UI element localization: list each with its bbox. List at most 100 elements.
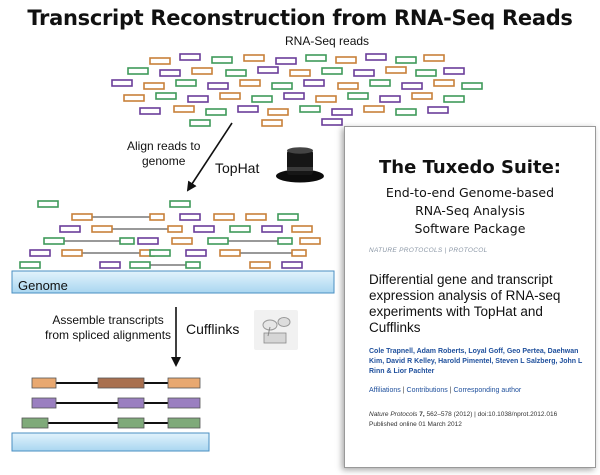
rna-seq-read (299, 105, 321, 113)
rna-seq-read (395, 56, 417, 64)
citation-line: Nature Protocols 7, 562–578 (2012) | doi… (369, 410, 591, 420)
tuxedo-subtitle-line-1: End-to-end Genome-based (385, 185, 555, 200)
aligned-read (281, 261, 303, 269)
rna-seq-read (443, 95, 465, 103)
affiliations-link[interactable]: Affiliations (369, 387, 401, 394)
rna-seq-read (395, 108, 417, 116)
contributions-link[interactable]: Contributions (406, 387, 448, 394)
aligned-read (43, 237, 65, 245)
rna-seq-read (315, 95, 337, 103)
transcript-exon (167, 377, 201, 389)
aligned-read (261, 225, 283, 233)
journal-section: PROTOCOL (448, 247, 488, 254)
citation-journal: Nature Protocols (369, 411, 418, 418)
rna-seq-read (347, 92, 369, 100)
aligned-read (291, 249, 307, 257)
bottom-genome-bar (11, 432, 210, 452)
aligned-read (219, 249, 241, 257)
article-links: Affiliations | Contributions | Correspon… (369, 387, 521, 394)
align-reads-label-line-1: Align reads to (127, 139, 201, 153)
rna-seq-read (353, 69, 375, 77)
rna-seq-read (261, 119, 283, 127)
aligned-read (245, 213, 267, 221)
rna-seq-read (365, 53, 387, 61)
rna-seq-read (443, 67, 465, 75)
assemble-label-line-2: from spliced alignments (45, 328, 172, 342)
rna-seq-read (331, 108, 353, 116)
rna-seq-reads-label: RNA-Seq reads (285, 34, 370, 48)
rna-seq-read (189, 119, 211, 127)
journal-tag: NATURE PROTOCOLS | PROTOCOL (369, 247, 488, 254)
rna-seq-read (159, 69, 181, 77)
rna-seq-read (379, 95, 401, 103)
rna-seq-read (303, 79, 325, 87)
rna-seq-read (205, 108, 227, 116)
rna-seq-read (143, 82, 165, 90)
rna-seq-read (369, 79, 391, 87)
tuxedo-title: The Tuxedo Suite: (379, 157, 561, 178)
rna-seq-read (257, 66, 279, 74)
citation-volume: 7, (419, 411, 425, 418)
aligned-read (99, 261, 121, 269)
link-separator: | (449, 387, 452, 394)
align-reads-label: Align reads to genome (127, 139, 200, 169)
aligned-read (213, 213, 235, 221)
page-title: Transcript Reconstruction from RNA-Seq R… (27, 6, 573, 30)
rna-seq-read (251, 95, 273, 103)
rna-seq-read (415, 69, 437, 77)
rna-seq-read (385, 66, 407, 74)
rna-seq-read (433, 79, 455, 87)
rna-seq-read (271, 82, 293, 90)
aligned-read (71, 213, 93, 221)
aligned-read (59, 225, 81, 233)
corresponding-author-link[interactable]: Corresponding author (453, 387, 522, 394)
rna-seq-read (267, 108, 289, 116)
published-date: Published online 01 March 2012 (369, 421, 462, 428)
journal-separator: | (444, 247, 447, 254)
rna-seq-read (127, 67, 149, 75)
assemble-transcripts-label: Assemble transcripts from spliced alignm… (45, 313, 171, 343)
rna-seq-read (239, 79, 261, 87)
rna-seq-read (401, 82, 423, 90)
rna-seq-read (321, 118, 343, 126)
assembled-transcripts (21, 377, 201, 429)
transcript-exon (97, 377, 145, 389)
transcript-exon (117, 397, 145, 409)
rna-seq-read (149, 57, 171, 65)
transcript-exon (21, 417, 49, 429)
transcript-exon (167, 417, 201, 429)
genome-label: Genome (18, 278, 68, 293)
rna-seq-reads-cluster (111, 53, 483, 127)
aligned-read (185, 261, 201, 269)
rna-seq-read (123, 94, 145, 102)
rna-seq-read (155, 92, 177, 100)
aligned-read (19, 261, 41, 269)
transcript-exon (117, 417, 145, 429)
aligned-read (171, 237, 193, 245)
rna-seq-read (139, 107, 161, 115)
tuxedo-subtitle-line-3: Software Package (414, 221, 526, 236)
rna-seq-read (427, 106, 449, 114)
aligned-read (119, 237, 135, 245)
aligned-read (249, 261, 271, 269)
aligned-read (149, 249, 171, 257)
cufflinks-image (254, 310, 298, 350)
rna-seq-read (337, 82, 359, 90)
rna-seq-read (219, 92, 241, 100)
aligned-reads-cluster (19, 200, 321, 269)
rna-seq-read (237, 105, 259, 113)
align-reads-label-line-2: genome (142, 154, 186, 168)
article-title: Differential gene and transcript express… (369, 272, 561, 335)
aligned-read (91, 225, 113, 233)
assemble-label-line-1: Assemble transcripts (52, 313, 164, 327)
transcript-exon (31, 397, 57, 409)
aligned-read (299, 237, 321, 245)
journal-name: NATURE PROTOCOLS (369, 247, 443, 254)
rna-seq-read (411, 92, 433, 100)
genome-bar (11, 270, 335, 294)
aligned-read (37, 200, 59, 208)
rna-seq-read (243, 54, 265, 62)
rna-seq-read (289, 69, 311, 77)
transcript-exon (31, 377, 57, 389)
